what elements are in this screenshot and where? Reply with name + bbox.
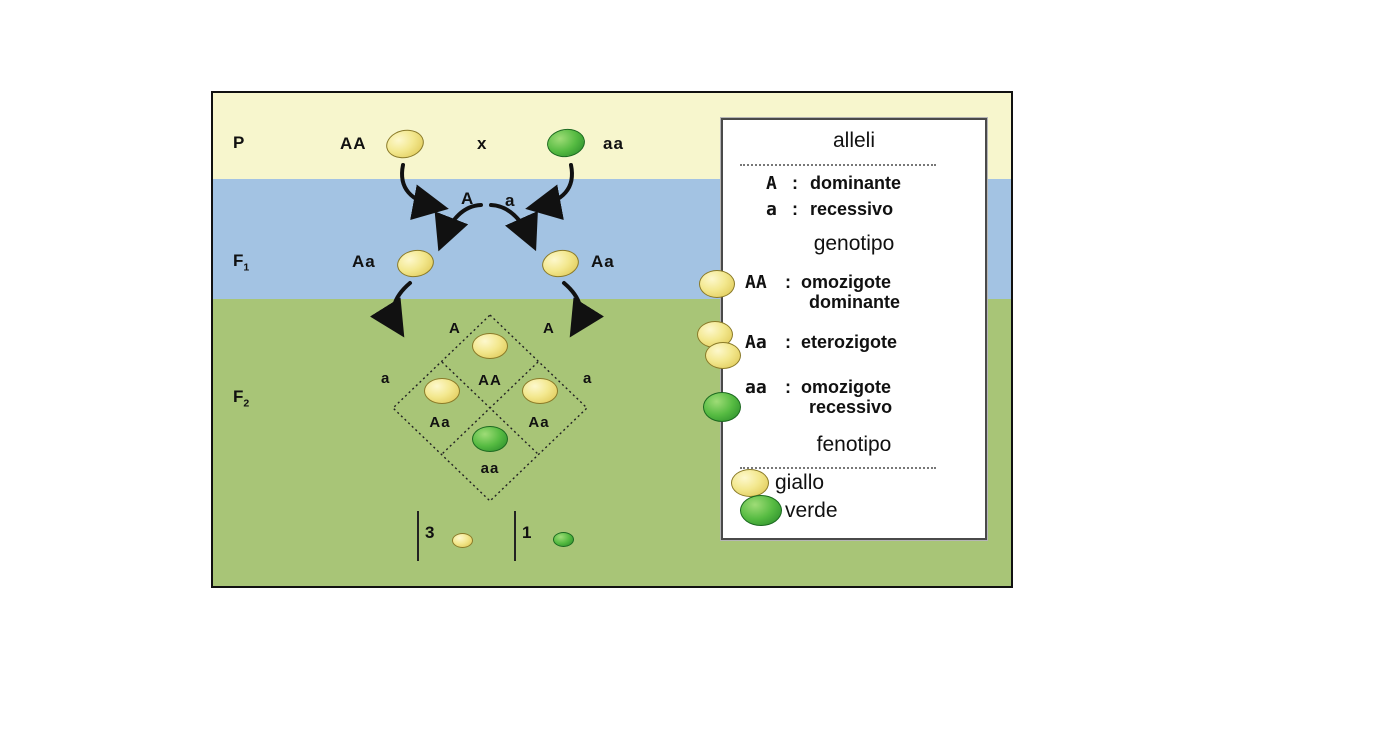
green-pea-icon <box>740 495 782 526</box>
green-pea-icon <box>703 392 741 422</box>
yellow-pea-icon <box>731 469 769 497</box>
legend-alleli-title: alleli <box>832 129 876 152</box>
yellow-pea-icon <box>472 333 508 359</box>
f1-right-genotype: Aa <box>591 252 615 271</box>
punnett-gamete-top-right: A <box>543 320 554 337</box>
gamete-a-dominant-label: A <box>461 189 475 208</box>
f1-left-genotype: Aa <box>352 252 376 271</box>
legend-phenotype-green-label: verde <box>785 499 838 522</box>
yellow-pea-icon <box>699 270 735 298</box>
legend-colon: : <box>785 377 791 397</box>
p-left-genotype: AA <box>340 134 367 153</box>
punnett-cell-bottom-genotype: aa <box>480 460 500 477</box>
gamete-a-recessive-label: a <box>505 191 516 210</box>
legend-allele-recessive-symbol: a <box>766 199 777 220</box>
legend-genotype-aa-dom-line1: omozigote <box>801 272 891 292</box>
legend-allele-dominant-label: dominante <box>810 173 902 193</box>
punnett-cell-top-genotype: AA <box>478 372 502 389</box>
legend-phenotype-yellow-label: giallo <box>775 471 825 494</box>
legend-colon: : <box>792 173 798 193</box>
punnett-gamete-top-left: A <box>449 320 460 337</box>
f2-letter: F <box>233 387 244 406</box>
f1-letter: F <box>233 251 244 270</box>
punnett-cell-right-genotype: Aa <box>528 414 550 431</box>
legend-allele-dominant-symbol: A <box>766 173 777 194</box>
punnett-cell-left-genotype: Aa <box>429 414 451 431</box>
legend-colon: : <box>785 272 791 292</box>
legend-genotype-aa-rec-symbol: aa <box>745 377 767 398</box>
legend-genotipo-title: genotipo <box>813 232 895 255</box>
yellow-pea-icon <box>705 342 741 369</box>
legend-colon: : <box>785 332 791 352</box>
legend-colon: : <box>792 199 798 219</box>
p-right-genotype: aa <box>603 134 624 153</box>
yellow-pea-icon <box>424 378 460 404</box>
f2-subscript: 2 <box>243 397 250 410</box>
legend-genotype-het-symbol: Aa <box>745 332 767 353</box>
legend-genotype-aa-dom-symbol: AA <box>745 272 767 293</box>
green-pea-icon <box>472 426 508 452</box>
ratio-green-count: 1 <box>522 523 532 542</box>
yellow-pea-icon <box>452 533 473 548</box>
yellow-pea-icon <box>522 378 558 404</box>
legend-divider <box>740 467 936 469</box>
green-pea-icon <box>553 532 574 547</box>
legend-genotype-aa-dom-line2: dominante <box>809 292 901 312</box>
f1-generation-label: F1 <box>233 251 249 273</box>
legend-allele-recessive-label: recessivo <box>810 199 894 219</box>
p-generation-label: P <box>233 133 245 152</box>
legend-genotype-aa-rec-line1: omozigote <box>801 377 891 397</box>
mendel-cross-diagram: P AA x aa A a F1 Aa Aa F2 A A a a AA Aa … <box>211 91 1013 588</box>
legend-panel: alleli A : dominante a : recessivo genot… <box>697 118 987 540</box>
punnett-gamete-left: a <box>381 370 390 387</box>
f2-generation-label: F2 <box>233 387 249 409</box>
cross-symbol: x <box>477 134 488 153</box>
legend-divider <box>740 164 936 166</box>
ratio-yellow-count: 3 <box>425 523 435 542</box>
legend-genotype-het-label: eterozigote <box>801 332 898 352</box>
punnett-gamete-right: a <box>583 370 592 387</box>
f1-subscript: 1 <box>243 261 250 274</box>
legend-genotype-aa-rec-line2: recessivo <box>809 397 893 417</box>
legend-fenotipo-title: fenotipo <box>816 433 892 456</box>
